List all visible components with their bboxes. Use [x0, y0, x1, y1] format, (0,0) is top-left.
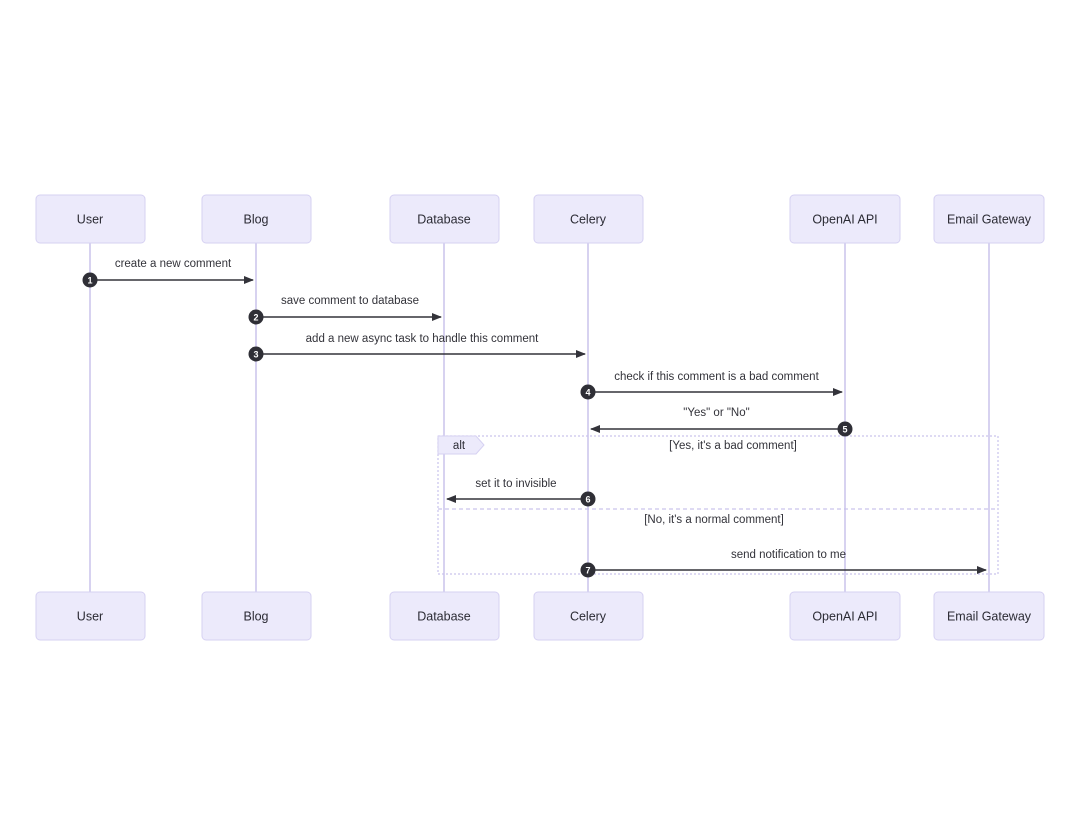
actor-label-user-top: User	[77, 212, 103, 226]
alt-fragment-outline	[437, 435, 999, 575]
sequence-marker-label-7: 7	[585, 566, 590, 576]
sequence-marker-label-2: 2	[253, 313, 258, 323]
sequence-marker-label-4: 4	[585, 388, 590, 398]
actor-label-email-bottom: Email Gateway	[947, 609, 1032, 623]
message-label-3: add a new async task to handle this comm…	[306, 333, 539, 345]
actor-box-openai-bottom	[789, 591, 901, 641]
sequence-marker-5	[837, 421, 853, 437]
actor-label-openai-bottom: OpenAI API	[812, 609, 877, 623]
actor-box-user-bottom	[35, 591, 146, 641]
sequence-marker-label-1: 1	[87, 276, 92, 286]
sequence-marker-2	[248, 309, 264, 325]
actor-label-blog-top: Blog	[243, 212, 268, 226]
messages-group: create a new comment 1 save comment to dat…	[82, 258, 987, 578]
sequence-marker-1	[82, 272, 98, 288]
actor-box-email-top	[933, 194, 1045, 244]
actor-box-blog-bottom	[201, 591, 312, 641]
sequence-marker-6	[580, 491, 596, 507]
actor-label-user-bottom: User	[77, 609, 103, 623]
alt-fragment-tab	[437, 435, 485, 455]
alt-fragment-tab-label: alt	[453, 440, 466, 452]
sequence-marker-label-5: 5	[842, 425, 847, 435]
actor-box-blog-top	[201, 194, 312, 244]
actor-label-openai-top: OpenAI API	[812, 212, 877, 226]
sequence-marker-7	[580, 562, 596, 578]
sequence-marker-label-6: 6	[585, 495, 590, 505]
actor-label-email-top: Email Gateway	[947, 212, 1032, 226]
message-label-5: "Yes" or "No"	[683, 407, 749, 419]
message-label-7: send notification to me	[731, 549, 846, 561]
actor-box-db-bottom	[389, 591, 500, 641]
actor-label-celery-top: Celery	[570, 212, 607, 226]
actor-box-celery-bottom	[533, 591, 644, 641]
actor-box-user-top	[35, 194, 146, 244]
message-label-1: create a new comment	[115, 258, 232, 270]
actor-box-openai-top	[789, 194, 901, 244]
alt-condition-label-1: [Yes, it's a bad comment]	[669, 440, 797, 452]
actor-box-celery-top	[533, 194, 644, 244]
message-label-4: check if this comment is a bad comment	[614, 371, 819, 383]
actor-footers-group: User Blog Database Celery OpenAI API Email Ga…	[35, 591, 1045, 641]
message-label-6: set it to invisible	[475, 478, 556, 490]
actor-label-db-top: Database	[417, 212, 471, 226]
actor-label-celery-bottom: Celery	[570, 609, 607, 623]
actor-headers-group: User Blog Database Celery OpenAI API Email Ga…	[35, 194, 1045, 244]
lifelines-group	[89, 243, 990, 592]
sequence-marker-label-3: 3	[253, 350, 258, 360]
actor-box-db-top	[389, 194, 500, 244]
actor-label-blog-bottom: Blog	[243, 609, 268, 623]
actor-label-db-bottom: Database	[417, 609, 471, 623]
actor-box-email-bottom	[933, 591, 1045, 641]
sequence-marker-3	[248, 346, 264, 362]
sequence-marker-4	[580, 384, 596, 400]
message-label-2: save comment to database	[281, 295, 419, 307]
alt-fragment-group: alt [Yes, it's a bad comment] [No, it's a …	[437, 435, 999, 575]
alt-condition-label-2: [No, it's a normal comment]	[644, 514, 784, 526]
